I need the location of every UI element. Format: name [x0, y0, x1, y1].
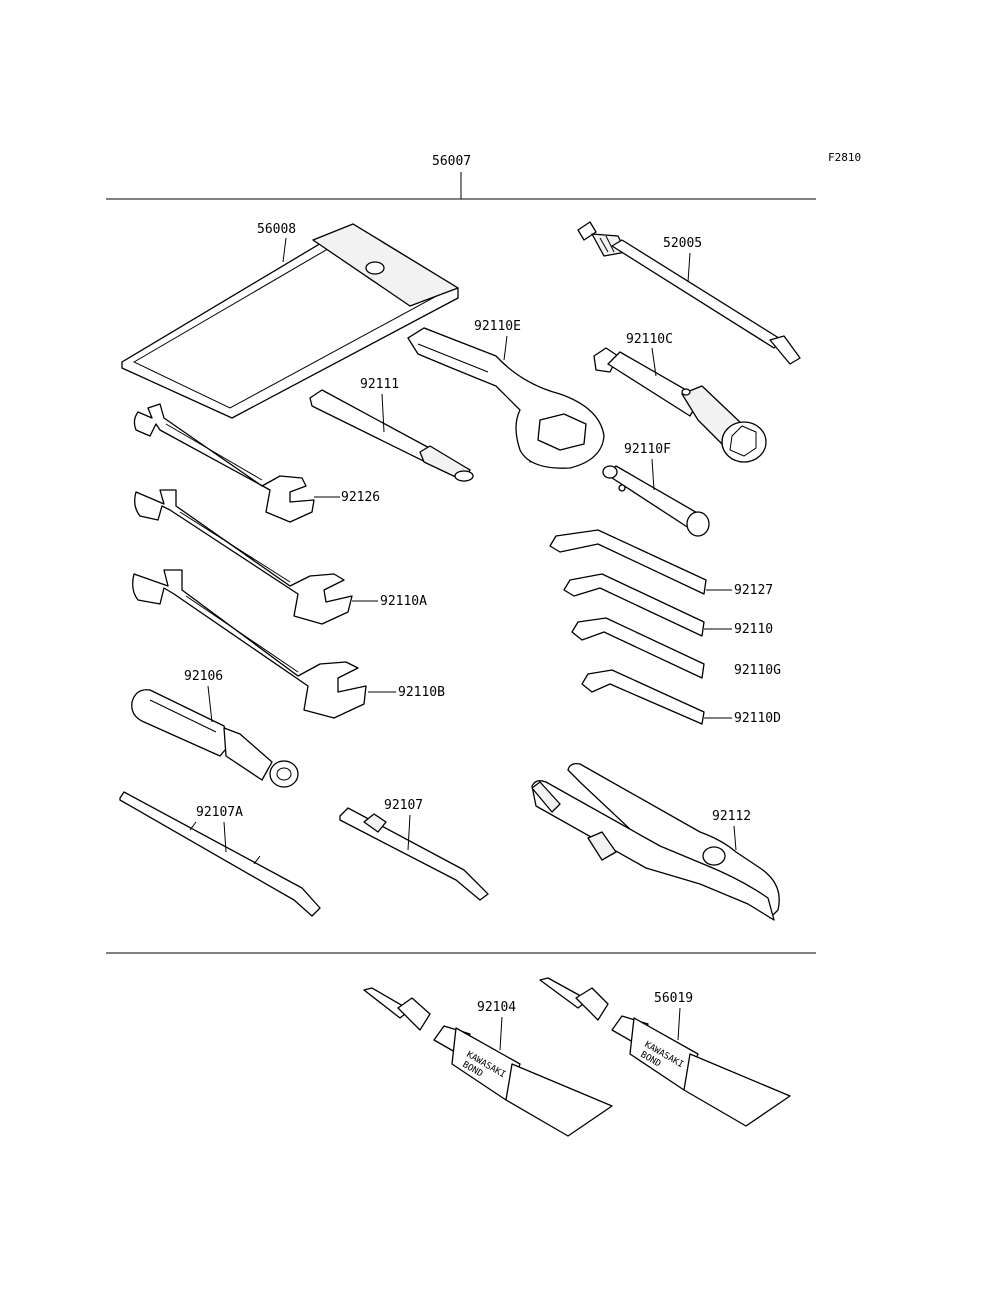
screwdriver-bit	[339, 807, 489, 901]
tube-socket	[602, 465, 710, 537]
wrench-small	[133, 403, 315, 523]
hex-key-1	[549, 529, 707, 595]
label-92110F: 92110F	[624, 442, 671, 457]
label-92106: 92106	[184, 669, 223, 684]
spark-plug-handle	[577, 221, 801, 365]
double-screwdriver	[119, 791, 321, 917]
label-92107: 92107	[384, 798, 423, 813]
bond-tube-2	[539, 977, 791, 1127]
hex-key-2	[563, 573, 705, 637]
label-92110C: 92110C	[626, 332, 673, 347]
label-92107A: 92107A	[196, 805, 243, 820]
label-56008: 56008	[257, 222, 296, 237]
label-92127: 92127	[734, 583, 773, 598]
label-92110B: 92110B	[398, 685, 445, 700]
hex-key-4	[581, 669, 705, 725]
extension-bar	[309, 389, 474, 482]
bond-tube-1	[363, 987, 613, 1137]
figure-code: F2810	[828, 151, 861, 164]
label-92126: 92126	[341, 490, 380, 505]
box-wrench	[407, 327, 605, 469]
label-92111: 92111	[360, 377, 399, 392]
tool-pouch	[121, 223, 459, 419]
label-92112: 92112	[712, 809, 751, 824]
label-92110: 92110	[734, 622, 773, 637]
pliers	[531, 762, 780, 921]
socket-wrench	[593, 347, 767, 463]
label-52005: 52005	[663, 236, 702, 251]
label-92104: 92104	[477, 1000, 516, 1015]
label-92110G: 92110G	[734, 663, 781, 678]
assembly-label: 56007	[432, 154, 471, 169]
screwdriver-handle	[131, 689, 299, 788]
label-56019: 56019	[654, 991, 693, 1006]
wrench-medium	[134, 489, 353, 625]
label-92110D: 92110D	[734, 711, 781, 726]
label-92110E: 92110E	[474, 319, 521, 334]
wrench-large	[132, 569, 367, 719]
hex-key-3	[571, 617, 705, 679]
label-92110A: 92110A	[380, 594, 427, 609]
